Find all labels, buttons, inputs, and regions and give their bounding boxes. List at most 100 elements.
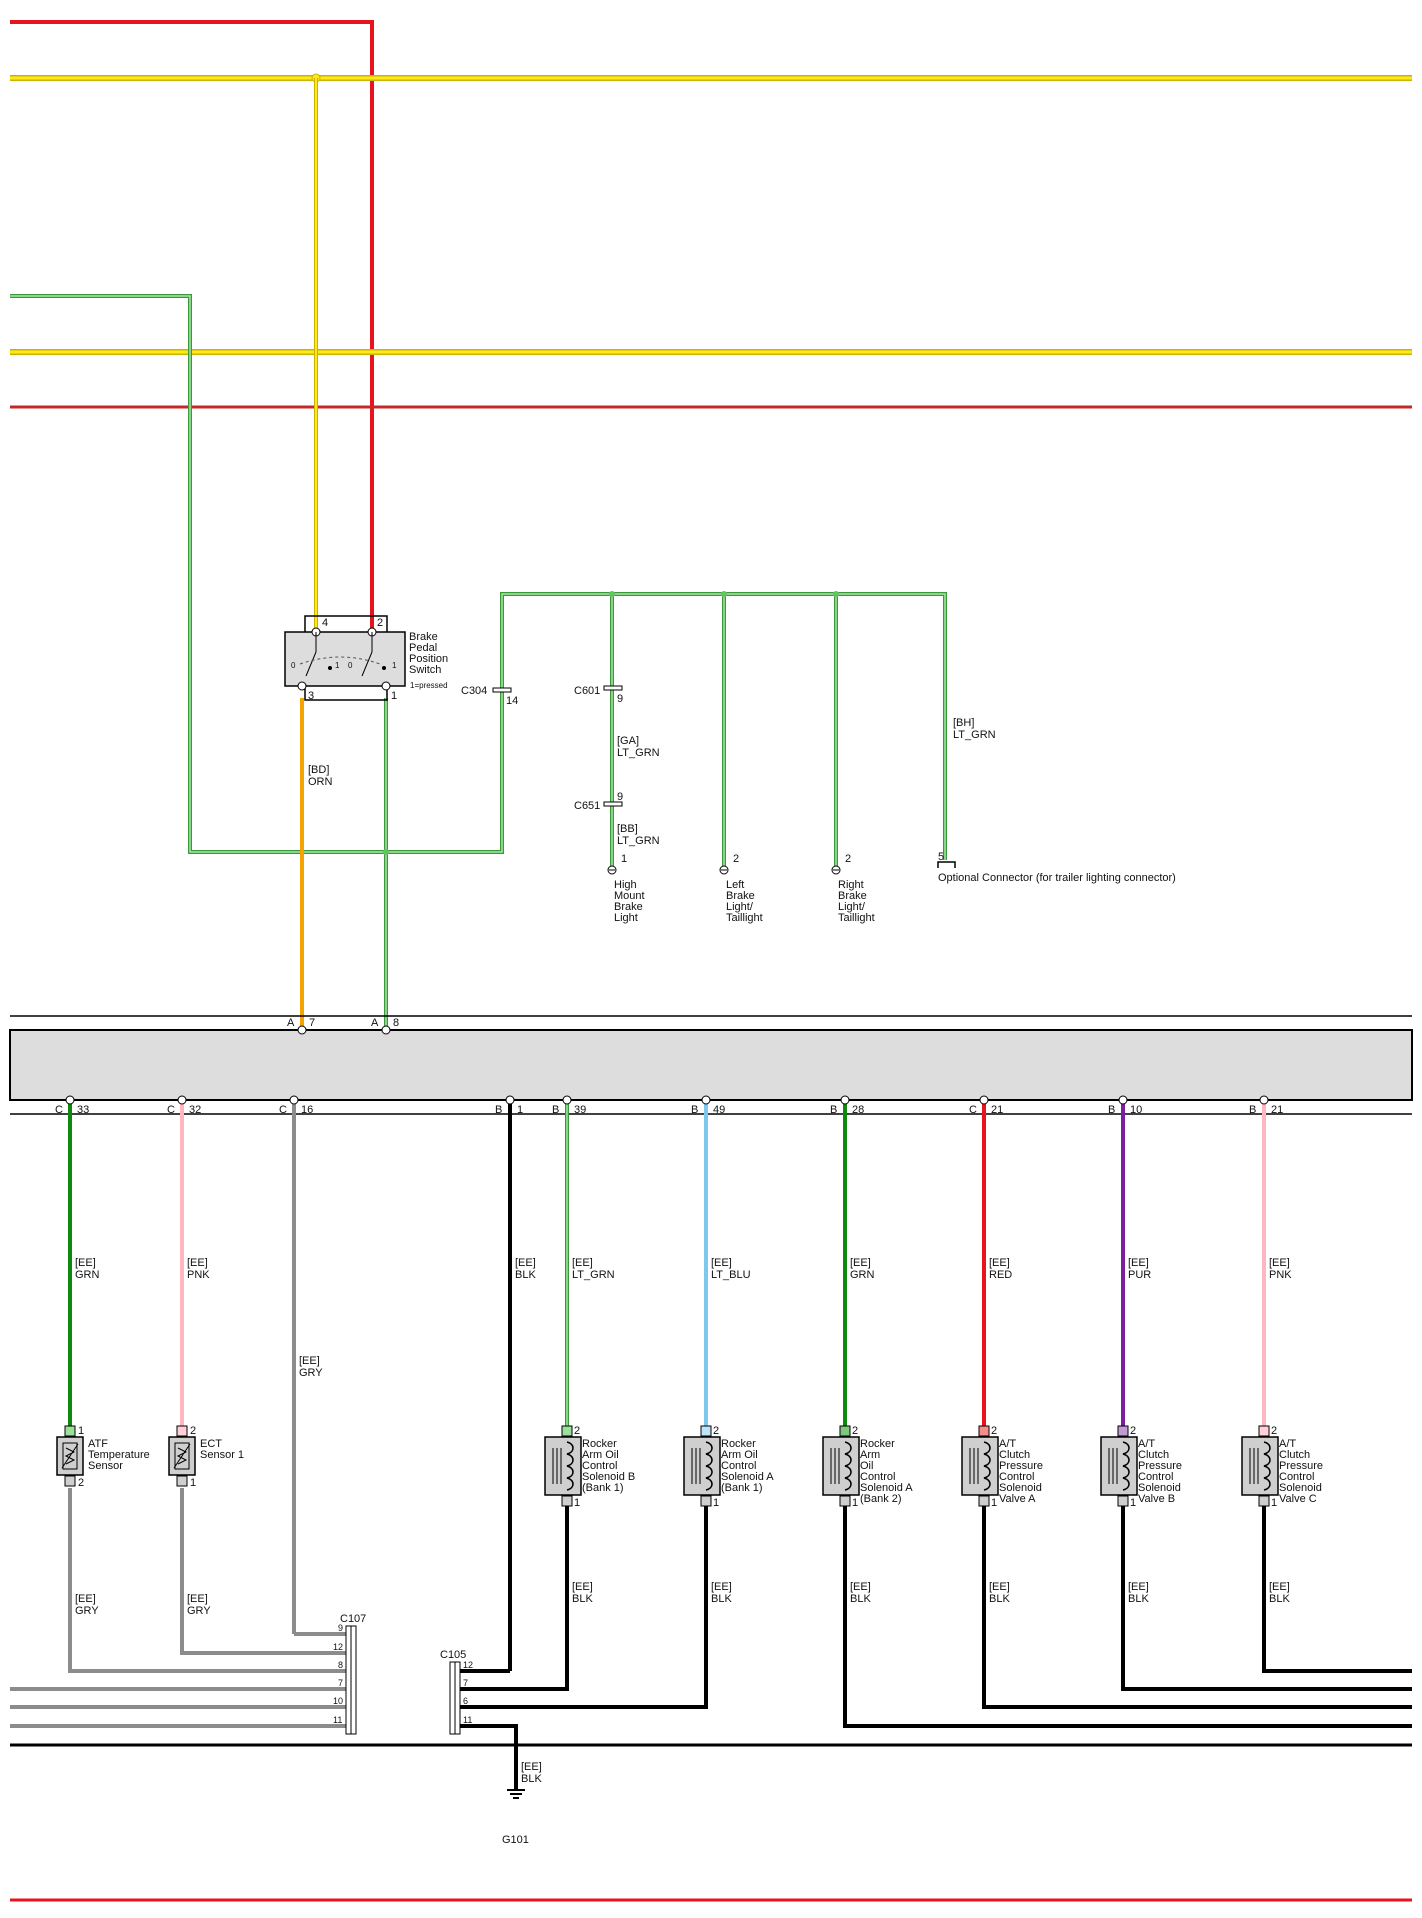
c107-pin-3: 8	[338, 1660, 343, 1670]
switch-name-1: Brake	[409, 631, 438, 643]
bb-label-2: LT_GRN	[617, 835, 660, 847]
solenoid-1	[544, 1425, 582, 1507]
sol-5-pin-bottom: 1	[1130, 1497, 1136, 1509]
ga-label-2: LT_GRN	[617, 747, 660, 759]
sol-5-line-5: Solenoid	[1138, 1482, 1181, 1494]
ect-sensor: 2 1 ECT Sensor 1	[168, 1425, 244, 1489]
mod-conn-6: B	[691, 1104, 698, 1116]
lt-grn-loop	[10, 294, 947, 1030]
light-left-brake: 2 Left Brake Light/ Taillight	[719, 853, 763, 924]
sol-4-line-5: Solenoid	[999, 1482, 1042, 1494]
lower-wires	[10, 1100, 1412, 1790]
ect-line-2: Sensor 1	[200, 1449, 244, 1461]
switch-contact-0a: 0	[291, 661, 296, 670]
bb-label-1: [BB]	[617, 823, 638, 835]
c107-pin-4: 7	[338, 1678, 343, 1688]
sol-6-line-5: Solenoid	[1279, 1482, 1322, 1494]
ground-g101: [EE] BLK G101	[502, 1761, 542, 1846]
switch-pin-4: 4	[322, 617, 328, 629]
module-top-conn-1: A	[287, 1017, 295, 1029]
mod-conn-5: B	[552, 1104, 559, 1116]
light-2-line-3: Light/	[726, 901, 754, 913]
mod-conn-10: B	[1249, 1104, 1256, 1116]
uw-9a: [EE]	[1128, 1257, 1149, 1269]
mod-conn-1: C	[55, 1104, 63, 1116]
sol-5-line-4: Control	[1138, 1471, 1173, 1483]
uw-9b: PUR	[1128, 1269, 1151, 1281]
lw-8a: [EE]	[1269, 1581, 1290, 1593]
uw-5a: [EE]	[572, 1257, 593, 1269]
light-right-brake: 2 Right Brake Light/ Taillight	[831, 853, 875, 924]
sol-5-line-1: A/T	[1138, 1438, 1155, 1450]
solenoid-2	[683, 1425, 721, 1507]
c651-connector	[603, 801, 623, 807]
uw-10b: PNK	[1269, 1269, 1292, 1281]
sol-3-line-3: Oil	[860, 1460, 873, 1472]
connector-b-bracket	[509, 1100, 846, 1115]
sol-4-pin-bottom: 1	[991, 1497, 997, 1509]
atf-line-2: Temperature	[88, 1449, 150, 1461]
optional-connector-label: Optional Connector (for trailer lighting…	[938, 872, 1176, 884]
c601-connector	[603, 685, 623, 691]
c105-label: C105	[440, 1649, 466, 1661]
solenoid-5	[1100, 1425, 1138, 1507]
sol-5-line-6: Valve B	[1138, 1493, 1175, 1505]
lw-7b: BLK	[1128, 1593, 1149, 1605]
lw-2a: [EE]	[187, 1593, 208, 1605]
light-1-line-3: Brake	[614, 901, 643, 913]
sol-4-line-2: Clutch	[999, 1449, 1030, 1461]
uw-5b: LT_GRN	[572, 1269, 615, 1281]
sol-3-line-5: Solenoid A	[860, 1482, 913, 1494]
sol-1-line-5: (Bank 1)	[582, 1482, 624, 1494]
solenoid-labels: 2 1 Rocker Arm Oil Control Solenoid B (B…	[574, 1425, 1323, 1509]
c651-pin: 9	[617, 791, 623, 803]
uw-10a: [EE]	[1269, 1257, 1290, 1269]
mod-pin-2: 32	[189, 1104, 201, 1116]
sol-3-pin-top: 2	[852, 1425, 858, 1437]
sol-6-line-2: Clutch	[1279, 1449, 1310, 1461]
ground-label: G101	[502, 1834, 529, 1846]
red-power-wire	[10, 20, 374, 630]
sol-1-pin-top: 2	[574, 1425, 580, 1437]
mod-pin-4: 1	[517, 1104, 523, 1116]
sol-2-line-4: Solenoid A	[721, 1471, 774, 1483]
ect-pin-top: 2	[190, 1425, 196, 1437]
atf-temp-sensor: 1 2 ATF Temperature Sensor	[56, 1425, 150, 1489]
mod-pin-5: 39	[574, 1104, 586, 1116]
switch-contact-0b: 0	[348, 661, 353, 670]
sol-5-pin-top: 2	[1130, 1425, 1136, 1437]
light-2-line-2: Brake	[726, 890, 755, 902]
c105-pin-4: 11	[463, 1715, 472, 1725]
c304-label: C304	[461, 685, 487, 697]
lw-6b: BLK	[989, 1593, 1010, 1605]
light-1-pin: 1	[621, 853, 627, 865]
control-module: A 7 A 8	[9, 1015, 1413, 1115]
uw-4a: [EE]	[515, 1257, 536, 1269]
atf-pin-top: 1	[78, 1425, 84, 1437]
uw-8b: RED	[989, 1269, 1012, 1281]
ground-wire-label-1: [EE]	[521, 1761, 542, 1773]
bd-label-2: ORN	[308, 776, 333, 788]
mod-conn-2: C	[167, 1104, 175, 1116]
switch-pin-3: 3	[308, 690, 314, 702]
mod-pin-10: 21	[1271, 1104, 1283, 1116]
solenoid-3	[822, 1425, 860, 1507]
c601-label: C601	[574, 685, 600, 697]
switch-name-4: Switch	[409, 664, 441, 676]
sol-2-line-1: Rocker	[721, 1438, 756, 1450]
uw-1a: [EE]	[75, 1257, 96, 1269]
mod-pin-9: 10	[1130, 1104, 1142, 1116]
light-3-line-3: Light/	[838, 901, 866, 913]
light-1-line-1: High	[614, 879, 637, 891]
connector-b2-bracket	[1121, 1100, 1265, 1115]
uw-6a: [EE]	[711, 1257, 732, 1269]
switch-pin-2: 2	[377, 617, 383, 629]
uw-1b: GRN	[75, 1269, 100, 1281]
uw-2a: [EE]	[187, 1257, 208, 1269]
sol-6-line-4: Control	[1279, 1471, 1314, 1483]
mod-pin-3: 16	[301, 1104, 313, 1116]
ground-wire-label-2: BLK	[521, 1773, 542, 1785]
c107-pin-2: 12	[333, 1642, 343, 1652]
bh-label-2: LT_GRN	[953, 729, 996, 741]
ect-line-1: ECT	[200, 1438, 222, 1450]
